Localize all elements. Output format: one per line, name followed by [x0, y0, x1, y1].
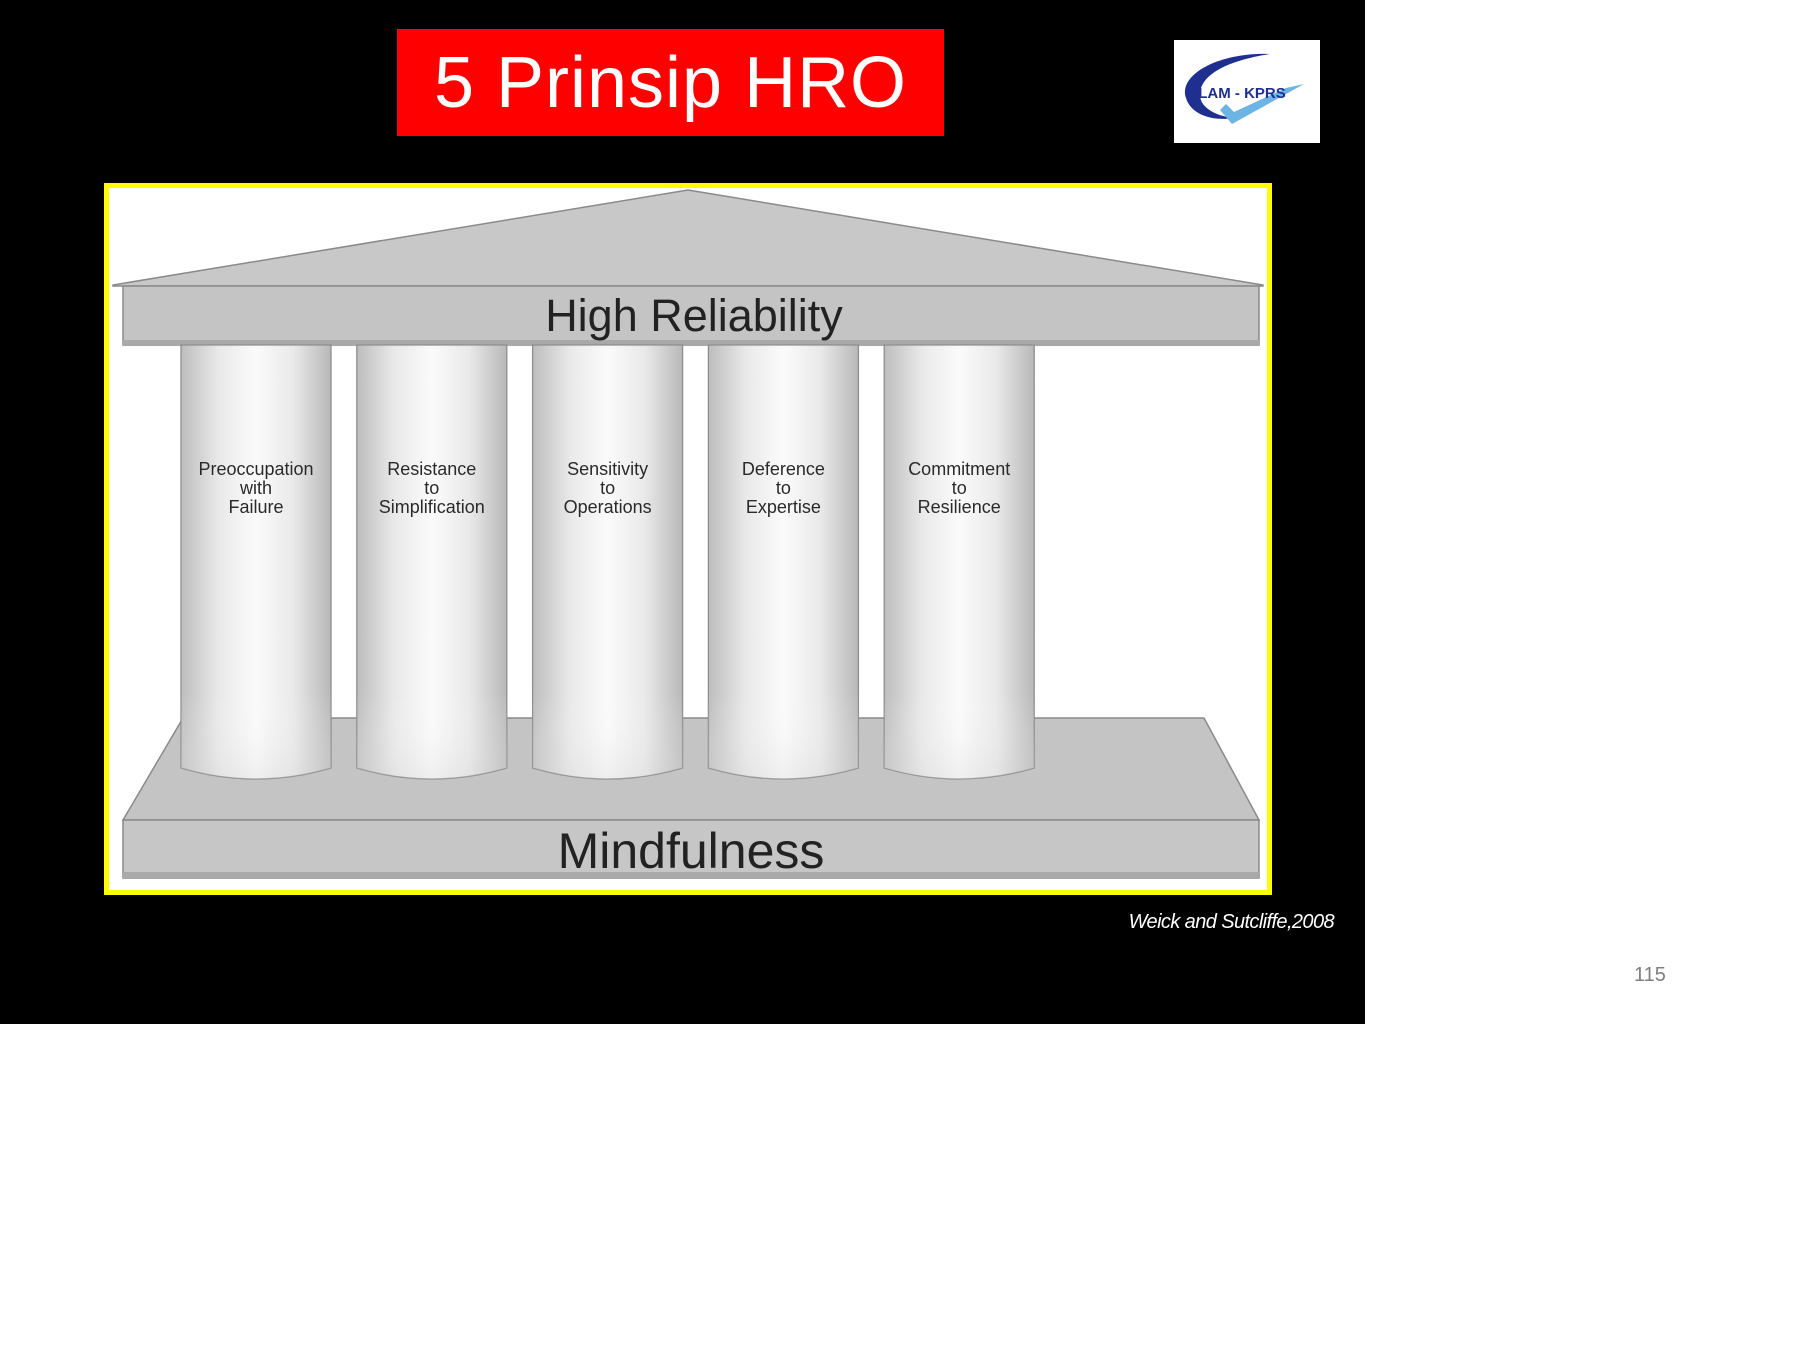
pillar-4-label-line-2: to — [776, 478, 791, 498]
roof-label: High Reliability — [545, 290, 843, 341]
pillar-3-label-line-2: to — [600, 478, 615, 498]
pillar-2-label-line-3: Simplification — [379, 497, 485, 517]
temple-pediment — [112, 189, 1264, 287]
slide-title: 5 Prinsip HRO — [433, 42, 908, 123]
lam-kprs-logo: LAM - KPRS — [1174, 40, 1320, 143]
pillar-4-label-line-1: Deference — [742, 459, 825, 479]
logo-emblem-icon: LAM - KPRS — [1185, 53, 1304, 124]
pillar-1-label-line-2: with — [239, 478, 272, 498]
temple-base-slab — [122, 819, 1260, 879]
citation: Weick and Sutcliffe,2008 — [1128, 911, 1335, 933]
pillar-3-label-line-3: Operations — [564, 497, 652, 517]
pillar-1-label-line-3: Failure — [228, 497, 283, 517]
temple-roof-beam — [122, 285, 1260, 346]
pillar-1-label-line-1: Preoccupation — [198, 459, 313, 479]
page-number: 115 — [1634, 964, 1666, 986]
svg-text:LAM - KPRS: LAM - KPRS — [1198, 85, 1286, 102]
pillar-2-label-line-2: to — [424, 478, 439, 498]
pillar-3-label-line-1: Sensitivity — [567, 459, 648, 479]
pillar-4-label-line-3: Expertise — [746, 497, 821, 517]
pillar-5-label-line-2: to — [952, 478, 967, 498]
slide: 5 Prinsip HRO LAM - KPRS — [0, 0, 1365, 1024]
title-box: 5 Prinsip HRO — [397, 29, 944, 136]
pillar-5-label-line-3: Resilience — [918, 497, 1001, 517]
pillar-5-label-line-1: Commitment — [908, 459, 1010, 479]
base-label: Mindfulness — [558, 823, 825, 879]
pillar-2-label-line-1: Resistance — [387, 459, 476, 479]
